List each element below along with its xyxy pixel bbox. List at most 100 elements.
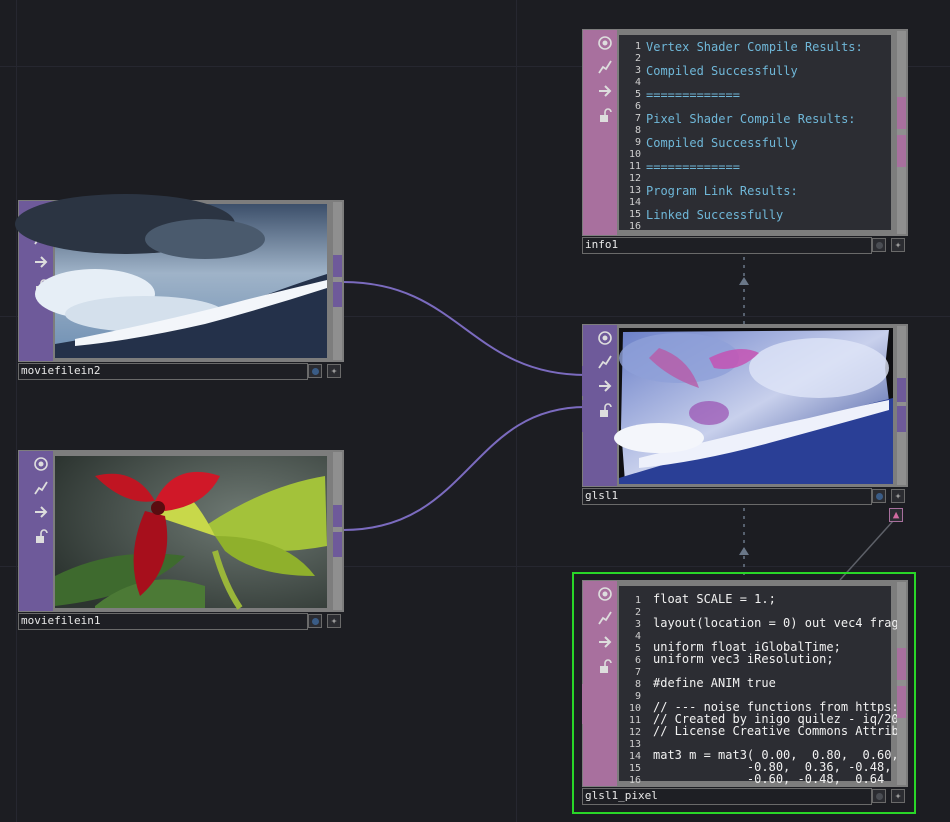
export-arrow-icon[interactable] bbox=[593, 375, 617, 397]
line-number: 11 bbox=[628, 161, 641, 172]
cooking-icon[interactable] bbox=[593, 56, 617, 78]
code-line: layout(location = 0) out vec4 frag bbox=[653, 616, 899, 630]
line-number: 11 bbox=[628, 715, 641, 726]
node-name-label[interactable]: moviefilein1 bbox=[18, 613, 308, 630]
node-name-label[interactable]: info1 bbox=[582, 237, 872, 254]
code-line: // Created by inigo quilez - iq/20 bbox=[653, 712, 899, 726]
export-arrow-icon[interactable] bbox=[593, 631, 617, 653]
input-connector[interactable] bbox=[582, 400, 586, 432]
viewer-toggle-icon[interactable] bbox=[593, 32, 617, 54]
line-number: 6 bbox=[634, 101, 641, 112]
plus-icon: ✦ bbox=[894, 789, 902, 802]
export-arrow-icon[interactable] bbox=[29, 251, 53, 273]
expand-flag[interactable]: ✦ bbox=[891, 238, 905, 252]
code-line: // --- noise functions from https: bbox=[653, 700, 899, 714]
cooking-icon[interactable] bbox=[29, 477, 53, 499]
output-connector[interactable] bbox=[333, 282, 342, 307]
line-number: 5 bbox=[634, 89, 641, 100]
node-glsl1[interactable]: glsl1 ✦ ▲ bbox=[582, 324, 908, 522]
line-number: 15 bbox=[628, 763, 641, 774]
cloud-sky-image bbox=[15, 194, 327, 358]
node-icon-column bbox=[29, 451, 53, 611]
output-connector[interactable] bbox=[897, 648, 906, 680]
line-number: 16 bbox=[628, 221, 641, 232]
expand-flag[interactable]: ✦ bbox=[327, 614, 341, 628]
expand-flag[interactable]: ✦ bbox=[327, 364, 341, 378]
export-arrow-icon[interactable] bbox=[29, 501, 53, 523]
expand-flag[interactable]: ✦ bbox=[891, 489, 905, 503]
line-number: 6 bbox=[634, 655, 641, 666]
output-connector[interactable] bbox=[897, 97, 906, 129]
code-line: mat3 m = mat3( 0.00, 0.80, 0.60, bbox=[653, 748, 899, 762]
input-connector[interactable] bbox=[582, 684, 586, 724]
line-number: 13 bbox=[628, 739, 641, 750]
line-number: 8 bbox=[634, 679, 641, 690]
docked-operator-toggle[interactable]: ▲ bbox=[889, 508, 903, 522]
viewer-toggle-icon[interactable] bbox=[593, 583, 617, 605]
export-arrow-icon[interactable] bbox=[593, 80, 617, 102]
code-line: float SCALE = 1.; bbox=[653, 592, 776, 606]
code-line: Linked Successfully bbox=[646, 208, 784, 222]
lock-icon[interactable] bbox=[593, 655, 617, 677]
plus-icon: ✦ bbox=[330, 364, 338, 377]
cooking-icon[interactable] bbox=[593, 607, 617, 629]
docked-arrow-icon: ▲ bbox=[892, 508, 900, 521]
docked-link-line bbox=[839, 520, 894, 581]
expand-flag[interactable]: ✦ bbox=[891, 789, 905, 803]
node-icon-column bbox=[593, 581, 617, 786]
line-number: 14 bbox=[628, 197, 641, 208]
info-text-content: Vertex Shader Compile Results: Compiled … bbox=[646, 41, 863, 233]
grid-line-horizontal bbox=[0, 566, 950, 567]
node-name-label[interactable]: glsl1 bbox=[582, 488, 872, 505]
grid-line-vertical bbox=[516, 0, 517, 822]
lock-icon[interactable] bbox=[29, 525, 53, 547]
node-viewer-image[interactable] bbox=[614, 328, 893, 484]
line-number: 3 bbox=[634, 65, 641, 76]
viewer-toggle-icon[interactable] bbox=[593, 327, 617, 349]
node-viewer-image[interactable] bbox=[15, 194, 327, 358]
code-line: uniform vec3 iResolution; bbox=[653, 652, 834, 666]
code-line: #define ANIM true bbox=[653, 676, 776, 690]
node-moviefilein2[interactable]: moviefilein2 ✦ bbox=[15, 194, 344, 381]
output-connector[interactable] bbox=[897, 378, 906, 402]
output-connector[interactable] bbox=[897, 406, 906, 432]
node-right-edge bbox=[897, 31, 906, 234]
bypass-flag[interactable] bbox=[308, 364, 322, 378]
line-number: 7 bbox=[634, 667, 641, 678]
code-line: Compiled Successfully bbox=[646, 136, 798, 150]
node-viewer-image[interactable] bbox=[55, 456, 327, 610]
node-right-edge bbox=[333, 452, 342, 610]
lock-icon[interactable] bbox=[593, 399, 617, 421]
viewer-toggle-icon[interactable] bbox=[29, 453, 53, 475]
output-connector[interactable] bbox=[897, 135, 906, 167]
line-number: 16 bbox=[628, 775, 641, 786]
cooking-icon[interactable] bbox=[593, 351, 617, 373]
family-color-bar bbox=[583, 30, 593, 235]
node-name-label[interactable]: moviefilein2 bbox=[18, 363, 308, 380]
node-right-edge bbox=[333, 202, 342, 360]
node-moviefilein1[interactable]: moviefilein1 ✦ bbox=[18, 450, 344, 631]
code-line: ============= bbox=[646, 160, 740, 174]
grid-line-vertical bbox=[16, 0, 17, 822]
bypass-flag[interactable] bbox=[308, 614, 322, 628]
bypass-flag[interactable] bbox=[872, 238, 886, 252]
family-color-bar bbox=[19, 451, 29, 611]
dependency-arrow bbox=[739, 277, 749, 285]
output-connector[interactable] bbox=[897, 686, 906, 718]
line-number: 4 bbox=[634, 77, 641, 88]
plus-icon: ✦ bbox=[330, 614, 338, 627]
output-connector[interactable] bbox=[333, 255, 342, 277]
bypass-flag[interactable] bbox=[872, 789, 886, 803]
output-connector[interactable] bbox=[333, 505, 342, 527]
bypass-flag[interactable] bbox=[872, 489, 886, 503]
wire-moviefilein2-to-glsl1 bbox=[342, 281, 587, 376]
input-connector[interactable] bbox=[582, 366, 586, 396]
node-name-label[interactable]: glsl1_pixel bbox=[582, 788, 872, 805]
lock-icon[interactable] bbox=[593, 104, 617, 126]
line-number: 2 bbox=[634, 607, 641, 618]
output-connector[interactable] bbox=[333, 532, 342, 557]
